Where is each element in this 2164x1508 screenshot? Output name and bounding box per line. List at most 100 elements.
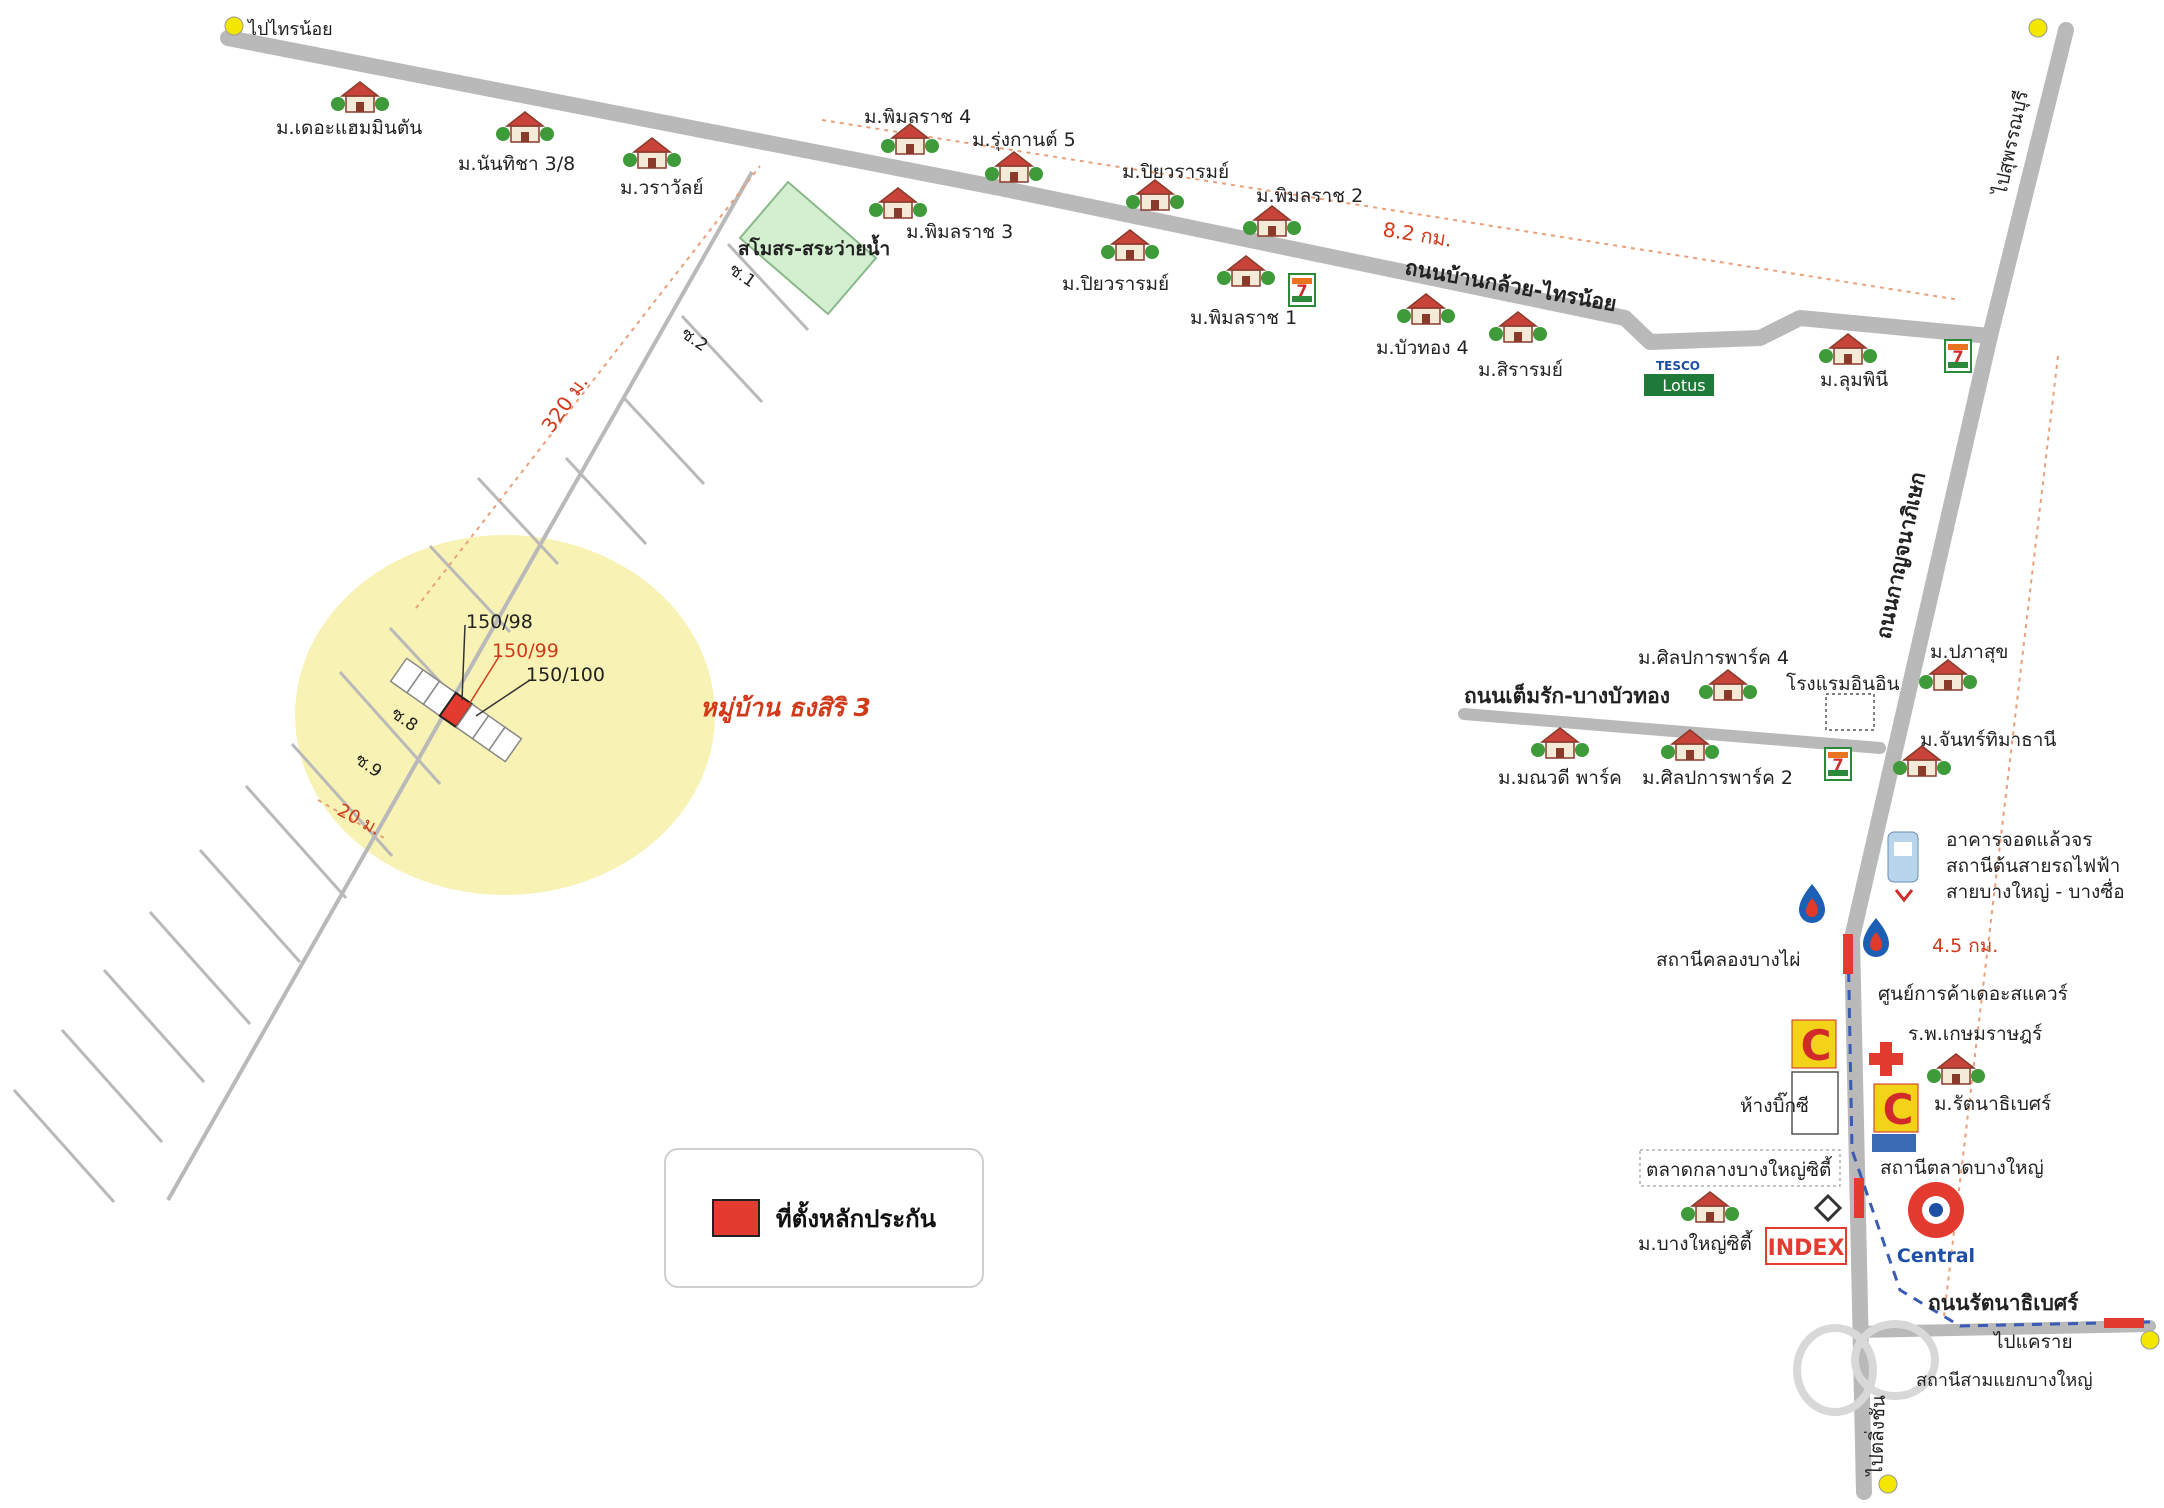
village-house-icon xyxy=(1680,1191,1740,1223)
village-label: ม.ศิลปการพาร์ค 4 xyxy=(1638,647,1789,669)
village-house-icon xyxy=(1918,659,1978,691)
village-house-icon xyxy=(1125,179,1185,211)
tesco-lotus-logo: TESCO Lotus xyxy=(1644,358,1714,398)
central-logo: Central xyxy=(1897,1182,1975,1267)
big-c-logo xyxy=(1791,1019,1837,1071)
svg-text:Lotus: Lotus xyxy=(1662,376,1705,395)
village-label: ม.ปิยวรารมย์ xyxy=(1122,161,1229,183)
soi-length-dim xyxy=(415,165,761,609)
village-house-icon xyxy=(984,151,1044,183)
seven-eleven-icon xyxy=(1944,339,1972,373)
hotel-label: โรงแรมอินอิน xyxy=(1786,672,1899,695)
big-c-building xyxy=(1791,1071,1839,1135)
soi-label: ซ.1 xyxy=(725,260,759,292)
legend-label: ที่ตั้งหลักประกัน xyxy=(775,1204,937,1233)
village-house-icon xyxy=(1242,205,1302,237)
village-label: ม.พิมลราช 1 xyxy=(1190,307,1297,329)
hospital-icon xyxy=(1869,1042,1903,1076)
big-c-label: ห้างบิ๊กซี xyxy=(1740,1092,1809,1117)
ptt-station-icon xyxy=(1863,918,1889,957)
market-box xyxy=(1639,1149,1841,1187)
plot-right-label: 150/100 xyxy=(526,664,605,686)
sam-yaek-station-label: สถานีสามแยกบางใหญ่ xyxy=(1916,1369,2093,1391)
the-square-label: ศูนย์การค้าเดอะสแควร์ xyxy=(1878,983,2068,1005)
train-icon xyxy=(1887,831,1919,903)
plot-row xyxy=(389,657,523,763)
index-logo: INDEX xyxy=(1765,1227,1847,1265)
park-club xyxy=(738,180,878,316)
svg-text:Central: Central xyxy=(1897,1245,1975,1267)
village-house-icon xyxy=(1100,229,1160,261)
soi-label: ซ.2 xyxy=(677,324,711,356)
rail-station-marker xyxy=(1854,1178,1864,1218)
main-distance-dim xyxy=(821,119,1961,301)
road-label-tem-rak: ถนนเต็มรัก-บางบัวทอง xyxy=(1464,682,1670,708)
interchange-loop xyxy=(1793,1324,1877,1416)
soi-main-lane xyxy=(166,171,754,1201)
main-distance-label: 8.2 กม. xyxy=(1381,217,1454,252)
village-label: ม.มณวดี พาร์ค xyxy=(1498,767,1622,789)
village-label: ม.พิมลราช 4 xyxy=(864,106,971,128)
village-house-icon xyxy=(330,81,390,113)
direction-sainoi: ไปไทรน้อย xyxy=(246,18,333,40)
village-label: ม.จันทร์ทิมาธานี xyxy=(1920,729,2056,751)
seven-eleven-icon xyxy=(1824,747,1852,781)
village-label: ม.ปิยวรารมย์ xyxy=(1062,273,1169,295)
village-label: ม.บางใหญ่ซิตี้ xyxy=(1638,1230,1753,1255)
village-label: ม.บัวทอง 4 xyxy=(1376,337,1469,359)
soi-width-dim xyxy=(317,799,385,839)
seven-eleven-icon xyxy=(1288,273,1316,307)
parking-building-label: อาคารจอดแล้วจร xyxy=(1946,829,2092,851)
khlong-bang-phai-label: สถานีคลองบางไผ่ xyxy=(1656,949,1801,971)
scb-logo-icon xyxy=(1813,1193,1843,1223)
exit-arrow-icon xyxy=(2140,1330,2160,1350)
exit-arrow-icon xyxy=(2028,18,2048,38)
village-house-icon xyxy=(1530,727,1590,759)
village-label: ม.เดอะแฮมมินตัน xyxy=(276,117,422,139)
hotel-box xyxy=(1825,693,1875,731)
road-ban-kluai-sainoi xyxy=(220,30,1998,350)
svg-text:TESCO: TESCO xyxy=(1656,359,1700,373)
rail-station-marker xyxy=(2104,1318,2144,1328)
rail-station-marker xyxy=(1843,934,1853,974)
road-label-rattanathibet: ถนนรัตนาธิเบศร์ xyxy=(1928,1291,2079,1315)
purple-station-label-2: สายบางใหญ่ - บางซื่อ xyxy=(1946,878,2125,903)
park-label: สโมสร-สระว่ายน้ำ xyxy=(738,234,890,260)
village-label: ม.สิรารมย์ xyxy=(1478,359,1563,381)
village-house-icon xyxy=(495,111,555,143)
exit-arrow-icon xyxy=(1878,1474,1898,1494)
svg-text:INDEX: INDEX xyxy=(1768,1236,1845,1261)
village-house-icon xyxy=(1216,255,1276,287)
purple-line-rail xyxy=(1846,935,2151,1328)
soi-length-label: 320 ม. xyxy=(536,371,592,437)
village-house-icon xyxy=(1488,311,1548,343)
legend: ที่ตั้งหลักประกัน xyxy=(664,1148,984,1288)
village-house-icon xyxy=(868,187,928,219)
road-tem-rak xyxy=(1458,708,1886,754)
village-label: ม.ลุมพินี xyxy=(1820,369,1888,392)
village-label: ม.รัตนาธิเบศร์ xyxy=(1934,1093,2051,1115)
road-kanchanaphisek xyxy=(1844,22,2074,1500)
village-label: ม.พิมลราช 2 xyxy=(1256,185,1363,207)
interchange-loop xyxy=(1851,1320,1939,1400)
village-house-icon xyxy=(1396,293,1456,325)
kanchana-distance-label: 4.5 กม. xyxy=(1932,935,1998,957)
ptt-station-icon xyxy=(1799,884,1825,923)
direction-khae-rai: ไปแคราย xyxy=(1992,1331,2073,1353)
plot-selected-label: 150/99 xyxy=(492,640,559,662)
purple-station-label-1: สถานีต้นสายรถไฟฟ้า xyxy=(1946,855,2120,877)
village-house-icon xyxy=(880,123,940,155)
exit-arrow-icon xyxy=(224,16,244,36)
bang-yai-city-market-label: ตลาดกลางบางใหญ่ซิตี้ xyxy=(1646,1156,1833,1181)
big-c-logo xyxy=(1873,1083,1919,1135)
legend-swatch xyxy=(711,1199,760,1237)
talad-bang-yai-label: สถานีตลาดบางใหญ่ xyxy=(1880,1157,2044,1179)
plot-left-label: 150/98 xyxy=(466,611,533,633)
side-lanes xyxy=(12,242,810,1203)
village-label: ม.ปภาสุข xyxy=(1930,641,2008,664)
village-house-icon xyxy=(622,137,682,169)
project-name: หมู่บ้าน ธงสิริ 3 xyxy=(700,693,871,723)
village-label: ม.พิมลราช 3 xyxy=(906,221,1013,243)
road-rattanathibet xyxy=(1852,1320,2156,1338)
